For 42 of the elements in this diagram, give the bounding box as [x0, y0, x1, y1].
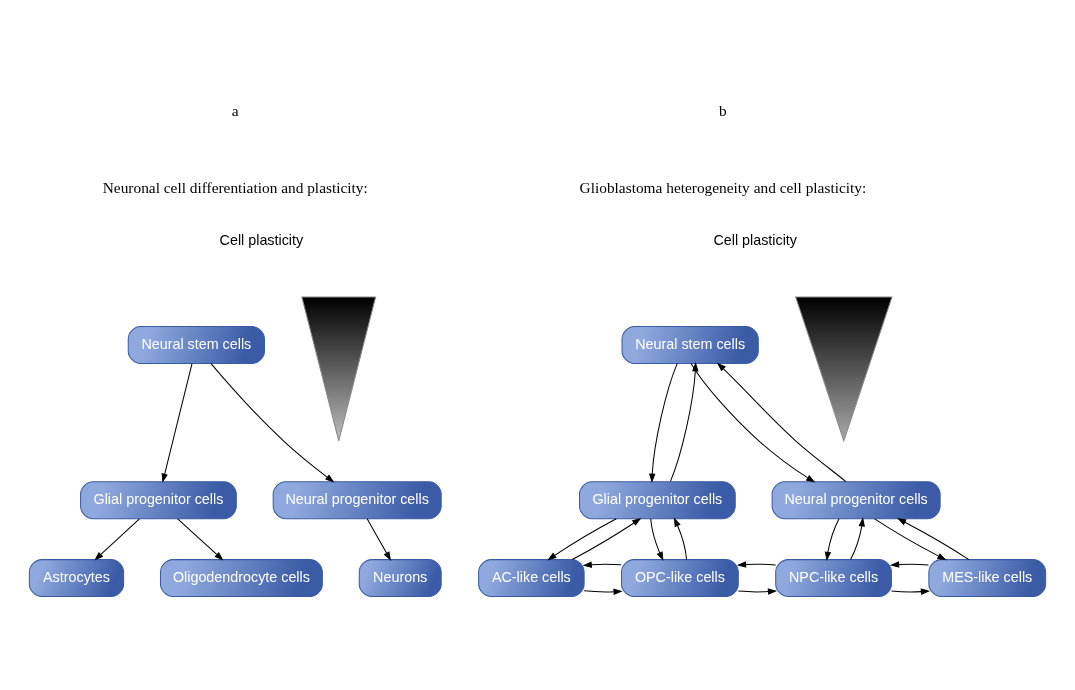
arrow — [891, 588, 931, 595]
label: b — [719, 101, 727, 119]
arrow — [547, 518, 617, 561]
arrow — [716, 362, 847, 483]
arrow — [583, 588, 623, 595]
arrow — [889, 561, 930, 568]
arrow — [366, 518, 392, 561]
arrow — [669, 362, 699, 482]
node-box: MES-like cells — [928, 559, 1047, 597]
label: a — [231, 101, 239, 119]
arrow — [94, 518, 140, 561]
arrow — [736, 561, 777, 568]
label: Glioblastoma heterogeneity and cell plasticity: — [579, 179, 867, 197]
arrow — [177, 518, 224, 561]
node-box: Neural stem cells — [127, 326, 265, 364]
node-box: NPC-like cells — [775, 559, 892, 597]
arrow — [210, 363, 335, 483]
arrow — [650, 518, 664, 561]
arrow — [850, 517, 865, 561]
node-box: Neural stem cells — [621, 326, 759, 364]
arrow — [824, 518, 840, 562]
arrow — [571, 517, 642, 561]
node-box: Glial progenitor cells — [579, 481, 736, 520]
arrow — [897, 518, 970, 561]
arrow — [673, 517, 688, 561]
arrow — [161, 363, 193, 483]
node-box: OPC-like cells — [621, 559, 739, 597]
arrow — [648, 363, 678, 483]
node-box: AC-like cells — [478, 559, 585, 597]
node-box: Glial progenitor cells — [80, 481, 237, 520]
arrow — [737, 588, 778, 595]
node-label: Cell plasticity — [713, 232, 798, 249]
node-box: Astrocytes — [28, 559, 125, 597]
arrow — [582, 561, 622, 568]
node-box: Neural progenitor cells — [272, 481, 442, 520]
node-box: Neurons — [358, 559, 442, 597]
arrow — [690, 363, 816, 483]
node-box: Neural progenitor cells — [771, 481, 941, 520]
label: Neuronal cell differentiation and plasticity: — [102, 179, 368, 197]
node-label: Cell plasticity — [219, 232, 304, 249]
node-box: Oligodendrocyte cells — [160, 559, 323, 597]
arrow — [874, 518, 947, 561]
